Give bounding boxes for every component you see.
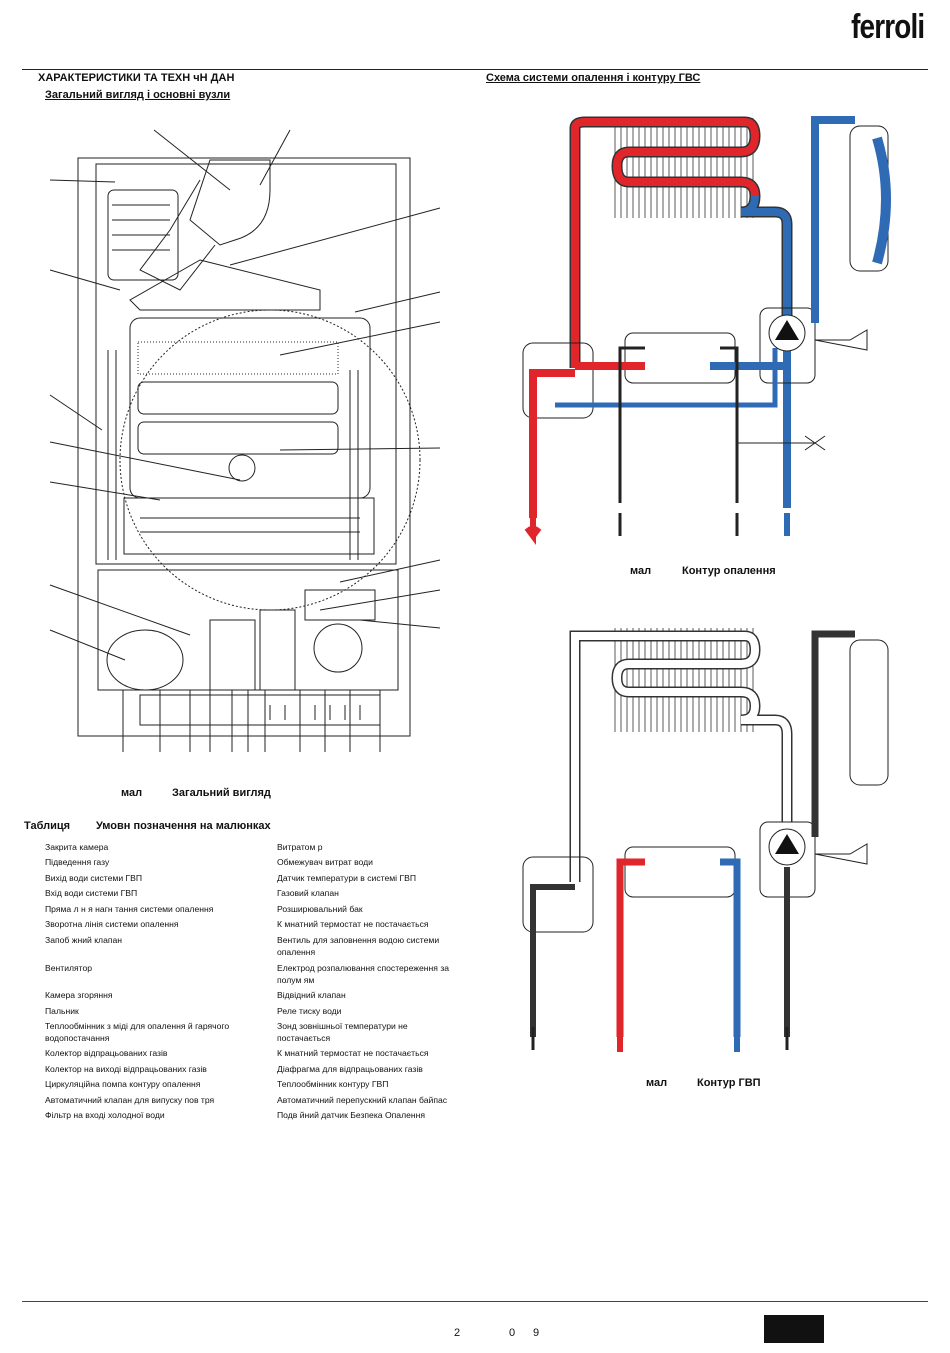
table-subtitle: Умовн позначення на малюнках	[96, 820, 271, 832]
fig-label-dhw: мал	[646, 1077, 668, 1089]
legend-item: Зворотна лінія системи опалення	[45, 919, 179, 929]
legend-item: Автоматичний клапан для випуску пов тря	[45, 1095, 215, 1105]
fig-label-general: мал	[121, 787, 143, 799]
page-number-right: 9	[533, 1327, 540, 1339]
fig-caption-dhw: Контур ГВП	[697, 1077, 761, 1089]
legend-item: Закрита камера	[45, 842, 109, 852]
legend-item: Теплообмінник з міді для опалення й гаря…	[45, 1021, 230, 1043]
scheme-title: Схема системи опалення і контуру ГВС	[486, 72, 701, 84]
page-number-left: 2	[454, 1327, 461, 1339]
legend-item: Вентилятор	[45, 963, 93, 973]
section-title: ХАРАКТЕРИСТИКИ ТА ТЕХН чН ДАН	[38, 72, 235, 84]
legend-item: Діафрагма для відпрацьованих газів	[277, 1064, 423, 1074]
legend-item: Відвідний клапан	[277, 990, 346, 1000]
legend-item: Фільтр на вході холодної води	[45, 1110, 165, 1120]
legend-item: К мнатний термостат не постачається	[277, 1048, 429, 1058]
legend-item: Обмежувач витрат води	[277, 857, 373, 867]
legend-item: К мнатний термостат не постачається	[277, 919, 429, 929]
legend-item: Вихід води системи ГВП	[45, 873, 143, 883]
legend-item: Датчик температури в системі ГВП	[277, 873, 417, 883]
legend-item: Витратом р	[277, 842, 323, 852]
dhw-circuit-diagram	[522, 628, 889, 1052]
footer-rule	[22, 1301, 928, 1302]
legend-item: Реле тиску води	[277, 1006, 342, 1016]
fig-caption-heating: Контур опалення	[682, 565, 776, 577]
legend-item: Зонд зовнішньої температури не постачаєт…	[277, 1021, 408, 1043]
legend-item: Розширювальний бак	[277, 904, 363, 914]
section-subtitle: Загальний вигляд і основні вузли	[45, 89, 231, 101]
legend-item: Автоматичний перепускний клапан байпас	[277, 1095, 448, 1105]
fig-caption-general: Загальний вигляд	[172, 787, 271, 799]
legend-item: Колектор відпрацьованих газів	[45, 1048, 168, 1058]
legend-left-column: Закрита камера Підведення газу Вихід вод…	[45, 842, 265, 1132]
legend-item: Підведення газу	[45, 857, 110, 867]
footer-black-tab	[764, 1315, 824, 1343]
legend-item: Колектор на виході відпрацьованих газів	[45, 1064, 207, 1074]
legend-item: Теплообмінник контуру ГВП	[277, 1079, 389, 1089]
legend-item: Вхід води системи ГВП	[45, 888, 138, 898]
legend-item: Електрод розпалювання спостереження за п…	[277, 963, 450, 985]
legend-item: Запоб жний клапан	[45, 935, 123, 945]
boiler-general-view-drawing	[49, 129, 441, 752]
table-title: Таблиця	[24, 820, 71, 832]
legend-item: Газовий клапан	[277, 888, 339, 898]
legend-item: Камера згоряння	[45, 990, 113, 1000]
fig-label-heating: мал	[630, 565, 652, 577]
ferroli-logo: ferroli	[850, 8, 925, 46]
legend-item: Пряма л н я нагн тання системи опалення	[45, 904, 214, 914]
legend-right-column: Витратом р Обмежувач витрат води Датчик …	[277, 842, 477, 1132]
page-number-mid: 0	[509, 1327, 516, 1339]
legend-item: Пальник	[45, 1006, 79, 1016]
heating-circuit-diagram	[522, 116, 891, 545]
legend-item: Подв йний датчик Безпека Опалення	[277, 1110, 426, 1120]
legend-item: Вентиль для заповнення водою системи опа…	[277, 935, 440, 957]
legend-item: Циркуляційна помпа контуру опалення	[45, 1079, 201, 1089]
header-rule	[22, 69, 928, 70]
